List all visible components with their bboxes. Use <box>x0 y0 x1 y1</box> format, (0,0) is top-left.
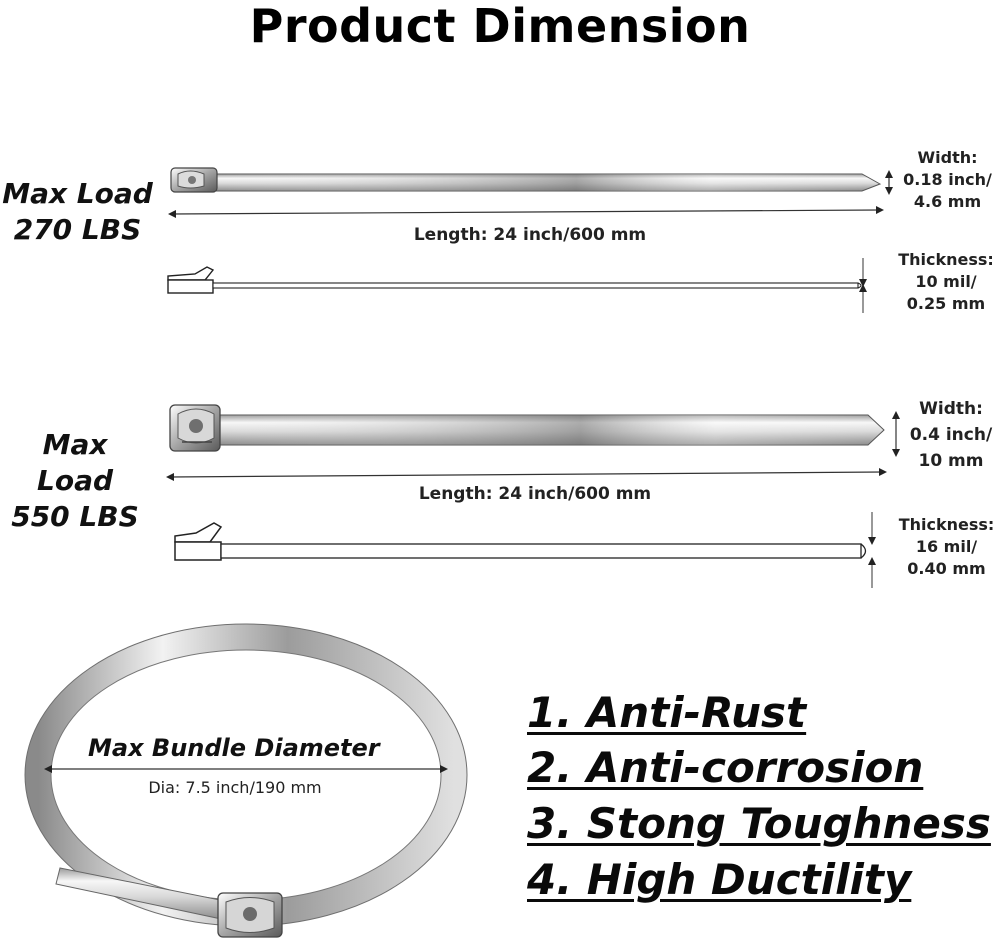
feature-3: 3. Stong Toughness <box>527 799 991 848</box>
large-tie-thickness-title: Thickness: <box>898 515 995 534</box>
feature-1: 1. Anti-Rust <box>527 688 807 737</box>
large-tie-thickness-label: Thickness: 16 mil/ 0.40 mm <box>893 514 1000 580</box>
feature-2: 2. Anti-corrosion <box>527 743 924 792</box>
large-tie-buckle <box>169 404 221 452</box>
large-tie-load-line1: Max Load <box>36 428 113 497</box>
large-tie-width-imperial: 0.4 inch/ <box>909 425 993 445</box>
large-tie-width-title: Width: <box>919 399 983 419</box>
small-tie-length-arrow <box>168 206 884 218</box>
small-tie-top-view <box>170 167 882 193</box>
large-tie-width-metric: 10 mm <box>918 451 984 471</box>
large-tie-load-label: Max Load 550 LBS <box>0 427 150 535</box>
small-tie-load-label: Max Load 270 LBS <box>0 176 155 248</box>
large-tie-thickness-metric: 0.40 mm <box>907 559 986 578</box>
large-tie-length-label: Length: 24 inch/600 mm <box>418 484 652 504</box>
small-tie-load-line1: Max Load <box>2 177 153 210</box>
small-tie-width-label: Width: 0.18 inch/ 4.6 mm <box>895 147 1000 213</box>
large-tie-width-label: Width: 0.4 inch/ 10 mm <box>902 396 1000 474</box>
bundle-buckle <box>217 892 283 938</box>
small-tie-load-line2: 270 LBS <box>13 213 142 246</box>
small-tie-buckle <box>170 167 218 193</box>
bundle-diameter-label: Dia: 7.5 inch/190 mm <box>148 778 322 797</box>
small-tie-width-metric: 4.6 mm <box>913 192 982 211</box>
large-tie-side-view <box>174 522 867 561</box>
large-tie-top-view <box>169 404 885 452</box>
small-tie-thickness-title: Thickness: <box>898 250 994 269</box>
large-tie-length-arrow <box>166 468 887 481</box>
small-tie-thickness-metric: 0.25 mm <box>906 294 986 313</box>
feature-4: 4. High Ductility <box>527 855 912 904</box>
large-tie-load-line2: 550 LBS <box>11 500 139 533</box>
small-tie-width-title: Width: <box>917 148 978 167</box>
bundle-title: Max Bundle Diameter <box>88 734 380 762</box>
small-tie-width-imperial: 0.18 inch/ <box>903 170 992 189</box>
small-tie-thickness-imperial: 10 mil/ <box>915 272 977 291</box>
page-title: Product Dimension <box>249 0 751 53</box>
small-tie-side-view <box>167 266 862 294</box>
large-tie-thickness-imperial: 16 mil/ <box>915 537 978 556</box>
small-tie-length-label: Length: 24 inch/600 mm <box>413 225 647 245</box>
small-tie-thickness-label: Thickness: 10 mil/ 0.25 mm <box>892 249 1000 315</box>
bundle-ring <box>24 623 468 938</box>
